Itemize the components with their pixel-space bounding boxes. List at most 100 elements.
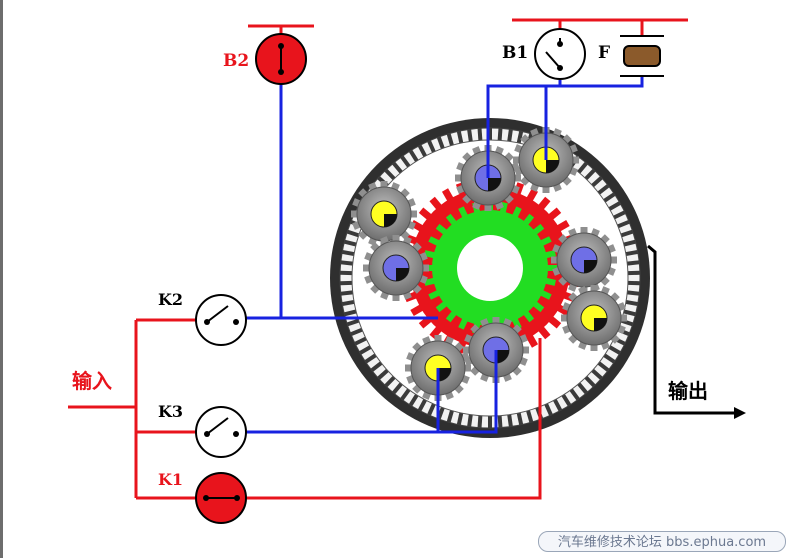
green-sun-tooth <box>540 290 552 300</box>
b1-brake[interactable] <box>534 28 586 80</box>
ring-tooth <box>359 345 372 355</box>
ring-tooth <box>627 290 640 296</box>
red-sun-tooth <box>556 304 570 317</box>
planet-tooth <box>392 235 400 243</box>
ring-tooth <box>623 309 637 317</box>
ring-tooth <box>516 130 524 144</box>
b2-label: B2 <box>223 51 249 71</box>
k2-label: K2 <box>158 290 183 309</box>
ring-tooth <box>623 239 637 247</box>
ring-tooth <box>354 336 367 346</box>
long-planet-gear <box>551 227 617 293</box>
red-sun-tooth <box>418 207 432 220</box>
green-sun-tooth <box>435 301 448 313</box>
ring-tooth <box>597 361 610 372</box>
k1-clutch[interactable] <box>195 472 247 524</box>
ring-tooth <box>603 353 616 364</box>
ring-tooth <box>507 414 513 427</box>
planet-tooth <box>590 343 598 351</box>
ring-tooth <box>584 375 596 388</box>
watermark: 汽车维修技术论坛 bbs.ephua.com <box>538 531 786 552</box>
planet-hub-mark <box>488 178 501 191</box>
red-sun-tooth <box>526 334 539 348</box>
ring-tooth <box>417 144 427 158</box>
ring-tooth <box>346 229 360 238</box>
ring-tooth <box>446 410 454 423</box>
planet-tooth <box>590 285 598 293</box>
green-sun-tooth <box>544 277 556 286</box>
input-label: 输入 <box>72 369 112 393</box>
green-sun-tooth <box>445 310 457 323</box>
ring-tooth <box>488 416 492 428</box>
ring-tooth <box>427 140 436 153</box>
ring-tooth <box>603 192 616 203</box>
planet-tooth <box>434 335 442 343</box>
green-sun-tooth <box>428 236 440 246</box>
ring-tooth <box>613 210 626 220</box>
ring-tooth <box>340 260 353 266</box>
red-sun-tooth <box>556 219 570 232</box>
k3-clutch[interactable] <box>195 406 247 458</box>
ring-tooth <box>456 412 464 426</box>
ring-tooth <box>456 130 464 144</box>
ring-tooth <box>544 403 553 416</box>
green-sun-tooth <box>540 236 552 246</box>
ring-tooth <box>516 412 524 426</box>
f-one-way-clutch[interactable] <box>620 35 664 77</box>
ring-tooth <box>341 249 355 257</box>
ring-tooth <box>408 149 419 163</box>
ring-tooth <box>340 280 353 286</box>
planet-tooth <box>492 317 500 325</box>
ring-tooth <box>561 393 572 407</box>
ring-tooth <box>488 128 492 140</box>
red-wires <box>68 18 688 500</box>
b1-label: B1 <box>502 43 528 63</box>
ring-tooth <box>400 155 411 168</box>
ring-tooth <box>392 382 403 395</box>
red-sun-tooth <box>538 196 551 210</box>
ring-tooth <box>569 388 580 401</box>
red-sun-tooth <box>429 326 442 340</box>
output-shaft <box>647 244 746 419</box>
ring-tooth <box>507 129 513 142</box>
ring-tooth <box>350 327 363 337</box>
green-sun-tooth <box>458 318 468 330</box>
ring-tooth <box>627 270 640 276</box>
b2-brake[interactable] <box>255 33 307 85</box>
ring-tooth <box>477 128 483 141</box>
ring-tooth <box>408 393 419 407</box>
green-sun-tooth <box>435 223 448 235</box>
ring-tooth <box>417 398 427 412</box>
red-sun-tooth <box>410 304 424 317</box>
ring-tooth <box>446 133 454 146</box>
output-label: 输出 <box>668 379 708 403</box>
ring-tooth <box>341 299 355 307</box>
ring-tooth <box>625 299 639 307</box>
blue-wires <box>246 76 644 434</box>
ring-tooth <box>436 136 445 150</box>
ring-tooth <box>467 414 473 427</box>
green-sun-tooth <box>428 290 440 300</box>
green-sun-tooth <box>544 250 556 259</box>
k1-label: K1 <box>158 470 183 489</box>
k2-clutch[interactable] <box>195 294 247 346</box>
green-sun-tooth <box>458 206 468 218</box>
ring-tooth <box>392 161 403 174</box>
ring-tooth <box>617 219 630 229</box>
ring-tooth <box>343 309 357 317</box>
red-sun-tooth <box>429 196 442 210</box>
ring-tooth <box>364 353 377 364</box>
planet-tooth <box>484 203 492 211</box>
ring-tooth <box>620 229 634 238</box>
ring-tooth <box>591 176 603 188</box>
planet-hub-mark <box>384 214 397 227</box>
planet-tooth <box>392 293 400 301</box>
red-sun-tooth <box>526 188 539 202</box>
planet-tooth <box>380 181 388 189</box>
ring-tooth <box>597 184 610 195</box>
green-sun-tooth <box>512 206 522 218</box>
green-sun-tooth <box>532 301 545 313</box>
f-label: F <box>598 43 610 63</box>
green-sun-gear <box>423 201 557 335</box>
